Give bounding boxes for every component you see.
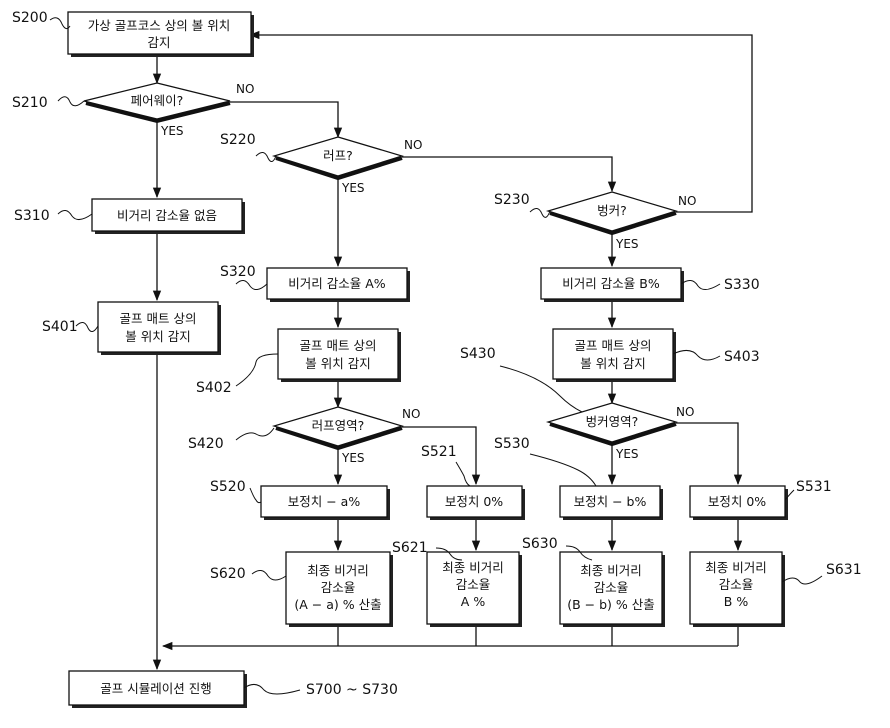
node-s200-line-1: 가상 골프코스 상의 볼 위치 (88, 18, 230, 33)
label-s530: S530 (494, 436, 530, 452)
node-s531-correction-zero: 보정치 0% (689, 485, 788, 520)
node-s403-line-1: 골프 매트 상의 (575, 338, 652, 353)
label-s330: S330 (724, 277, 760, 293)
node-s630-final-reduction-b-minus-b: 최종 비거리 감소율 (B − b) % 산출 (559, 551, 665, 627)
s210-no-label: NO (236, 82, 254, 96)
label-s210: S210 (12, 95, 48, 111)
label-s320: S320 (220, 264, 256, 280)
node-s403-detect-ball-mat: 골프 매트 상의 볼 위치 감지 (552, 328, 676, 382)
node-s620-final-reduction-a-minus-a: 최종 비거리 감소율 (A − a) % 산출 (285, 551, 393, 627)
node-s330-text: 비거리 감소율 B% (562, 276, 660, 291)
node-s220-rough-decision: 러프? (271, 136, 405, 181)
label-s520: S520 (210, 479, 246, 495)
label-s200: S200 (12, 10, 48, 26)
node-s631-final-reduction-b: 최종 비거리 감소율 B % (689, 551, 785, 627)
label-s401: S401 (42, 319, 78, 335)
s230-yes-label: YES (615, 237, 639, 251)
node-s220-text: 러프? (323, 148, 353, 163)
node-s430-text: 벙커영역? (586, 414, 639, 429)
s430-yes-label: YES (615, 447, 639, 461)
label-s621: S621 (392, 540, 428, 556)
node-s230-text: 벙커? (597, 203, 627, 218)
node-s700-text: 골프 시뮬레이션 진행 (100, 681, 211, 696)
label-s402: S402 (196, 380, 232, 396)
node-s621-line-1: 최종 비거리 (442, 560, 503, 575)
label-s630: S630 (522, 536, 558, 552)
node-s520-correction-minus-a: 보정치 − a% (260, 485, 390, 520)
node-s621-line-3: A % (461, 594, 486, 609)
node-s210-text: 페어웨이? (131, 93, 184, 108)
node-s520-text: 보정치 − a% (288, 494, 361, 509)
node-s531-text: 보정치 0% (708, 494, 766, 509)
label-s430: S430 (460, 346, 496, 362)
label-s631: S631 (826, 562, 862, 578)
node-s700-run-golf-simulation: 골프 시뮬레이션 진행 (68, 670, 247, 708)
node-s530-text: 보정치 − b% (574, 494, 647, 509)
node-s430-bunker-area-decision: 벙커영역? (545, 402, 679, 447)
node-s401-line-1: 골프 매트 상의 (120, 311, 197, 326)
node-s420-text: 러프영역? (312, 418, 365, 433)
node-s620-line-1: 최종 비거리 (307, 563, 368, 578)
node-s631-line-1: 최종 비거리 (705, 560, 766, 575)
node-s200-line-2: 감지 (147, 35, 170, 50)
node-s401-detect-ball-mat: 골프 매트 상의 볼 위치 감지 (97, 301, 221, 355)
node-s630-line-3: (B − b) % 산출 (567, 597, 655, 612)
s230-no-label: NO (678, 194, 696, 208)
node-s631-line-3: B % (724, 594, 749, 609)
label-s700: S700 ~ S730 (306, 682, 398, 698)
s420-no-label: NO (402, 407, 420, 421)
node-s420-rough-area-decision: 러프영역? (271, 406, 405, 451)
node-s230-bunker-decision: 벙커? (545, 191, 679, 236)
s220-yes-label: YES (341, 181, 365, 195)
node-s320-text: 비거리 감소율 A% (288, 276, 385, 291)
node-s403-line-2: 볼 위치 감지 (580, 356, 645, 371)
node-s631-line-2: 감소율 (719, 577, 754, 592)
node-s330-reduction-b: 비거리 감소율 B% (540, 267, 684, 302)
node-s402-line-2: 볼 위치 감지 (305, 356, 370, 371)
node-s621-final-reduction-a: 최종 비거리 감소율 A % (426, 551, 522, 627)
s430-no-label: NO (676, 405, 694, 419)
label-s521: S521 (421, 444, 457, 460)
step-labels: S200 S210 S220 S230 S310 S320 S330 S401 … (12, 10, 862, 698)
node-s630-line-2: 감소율 (594, 580, 629, 595)
label-s230: S230 (494, 192, 530, 208)
label-s310: S310 (14, 208, 50, 224)
node-s521-text: 보정치 0% (445, 494, 503, 509)
node-s402-line-1: 골프 매트 상의 (300, 338, 377, 353)
node-s402-detect-ball-mat: 골프 매트 상의 볼 위치 감지 (277, 328, 401, 382)
node-s310-text: 비거리 감소율 없음 (117, 208, 217, 223)
label-s403: S403 (724, 349, 760, 365)
node-s210-fairway-decision: 페어웨이? (83, 82, 231, 124)
node-s630-line-1: 최종 비거리 (580, 563, 641, 578)
s220-no-label: NO (404, 138, 422, 152)
s420-yes-label: YES (341, 451, 365, 465)
connectors (152, 30, 753, 671)
node-s530-correction-minus-b: 보정치 − b% (559, 485, 663, 520)
branch-labels: NO YES NO YES NO YES NO YES NO YES (160, 82, 696, 465)
label-s531: S531 (796, 479, 832, 495)
s210-yes-label: YES (160, 124, 184, 138)
label-s420: S420 (188, 436, 224, 452)
node-s200-detect-ball-virtual-course: 가상 골프코스 상의 볼 위치 감지 (67, 11, 254, 57)
node-s621-line-2: 감소율 (456, 577, 491, 592)
node-s521-correction-zero: 보정치 0% (426, 485, 525, 520)
label-s620: S620 (210, 566, 246, 582)
node-s620-line-2: 감소율 (321, 580, 356, 595)
node-s310-no-reduction: 비거리 감소율 없음 (91, 198, 245, 234)
node-s320-reduction-a: 비거리 감소율 A% (266, 267, 410, 302)
node-s620-line-3: (A − a) % 산출 (294, 597, 381, 612)
node-s401-line-2: 볼 위치 감지 (125, 329, 190, 344)
label-s220: S220 (220, 132, 256, 148)
